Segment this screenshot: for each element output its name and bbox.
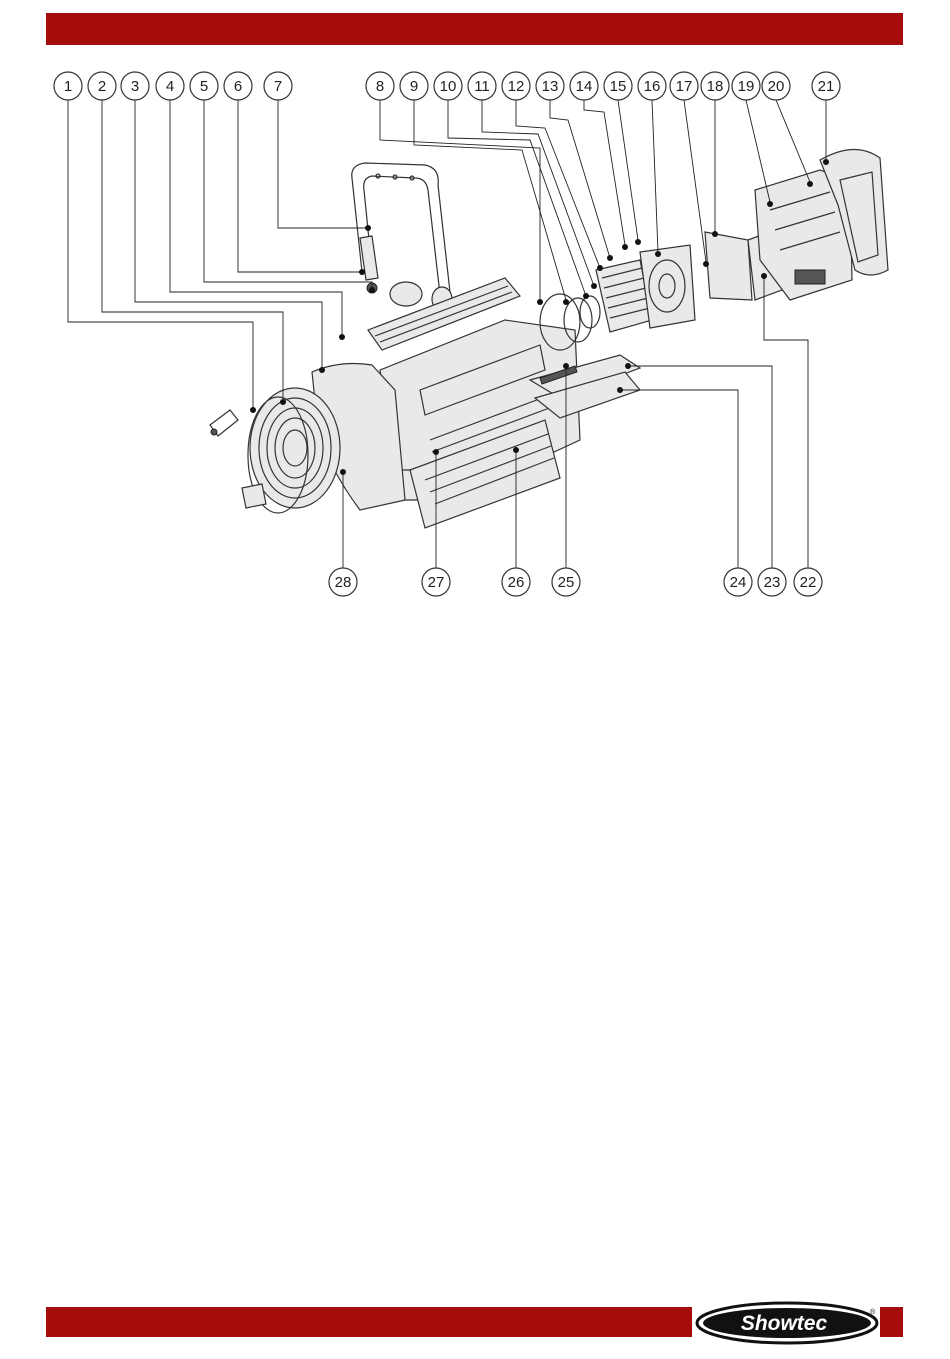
callout-8: 8 — [366, 72, 394, 100]
svg-text:27: 27 — [428, 574, 445, 591]
svg-text:8: 8 — [376, 78, 384, 95]
svg-text:6: 6 — [234, 78, 242, 95]
callout-28: 28 — [329, 568, 357, 596]
svg-text:21: 21 — [818, 78, 835, 95]
callout-27: 27 — [422, 568, 450, 596]
svg-text:19: 19 — [738, 78, 755, 95]
callout-23: 23 — [758, 568, 786, 596]
callout-2: 2 — [88, 72, 116, 100]
callout-5: 5 — [190, 72, 218, 100]
svg-text:Showtec: Showtec — [741, 1312, 828, 1335]
svg-text:12: 12 — [508, 78, 525, 95]
callout-20: 20 — [762, 72, 790, 100]
exploded-view-diagram: 1 2 3 4 5 6 7 8 9 10 11 12 13 14 15 16 1… — [0, 0, 950, 620]
callout-4: 4 — [156, 72, 184, 100]
svg-text:5: 5 — [200, 78, 208, 95]
callout-10: 10 — [434, 72, 462, 100]
svg-text:28: 28 — [335, 574, 352, 591]
top-callouts: 1 2 3 4 5 6 7 8 9 10 11 12 13 14 15 16 1… — [54, 72, 840, 100]
svg-text:18: 18 — [707, 78, 724, 95]
callout-6: 6 — [224, 72, 252, 100]
svg-text:1: 1 — [64, 78, 72, 95]
svg-text:2: 2 — [98, 78, 106, 95]
svg-text:11: 11 — [474, 78, 490, 95]
svg-text:9: 9 — [410, 78, 418, 95]
svg-text:7: 7 — [274, 78, 282, 95]
callout-3: 3 — [121, 72, 149, 100]
callout-1: 1 — [54, 72, 82, 100]
callout-12: 12 — [502, 72, 530, 100]
svg-text:23: 23 — [764, 574, 781, 591]
callout-14: 14 — [570, 72, 598, 100]
callout-19: 19 — [732, 72, 760, 100]
callout-26: 26 — [502, 568, 530, 596]
svg-text:10: 10 — [440, 78, 457, 95]
svg-text:24: 24 — [730, 574, 747, 591]
svg-text:13: 13 — [542, 78, 559, 95]
svg-text:15: 15 — [610, 78, 627, 95]
svg-text:16: 16 — [644, 78, 661, 95]
svg-text:®: ® — [870, 1308, 876, 1316]
callout-17: 17 — [670, 72, 698, 100]
svg-text:25: 25 — [558, 574, 575, 591]
callout-7: 7 — [264, 72, 292, 100]
callout-9: 9 — [400, 72, 428, 100]
svg-text:17: 17 — [676, 78, 693, 95]
svg-text:3: 3 — [131, 78, 139, 95]
callout-11: 11 — [468, 72, 496, 100]
svg-text:22: 22 — [800, 574, 817, 591]
bottom-callouts: 28 27 26 25 24 23 22 — [329, 568, 822, 596]
callout-18: 18 — [701, 72, 729, 100]
fixture-drawing — [210, 149, 888, 528]
callout-16: 16 — [638, 72, 666, 100]
callout-24: 24 — [724, 568, 752, 596]
callout-22: 22 — [794, 568, 822, 596]
callout-21: 21 — [812, 72, 840, 100]
svg-text:26: 26 — [508, 574, 525, 591]
svg-text:14: 14 — [576, 78, 593, 95]
footer-bar — [46, 1307, 692, 1337]
showtec-logo: Showtec ® — [694, 1300, 880, 1346]
callout-25: 25 — [552, 568, 580, 596]
svg-text:4: 4 — [166, 78, 174, 95]
footer-tab — [880, 1307, 903, 1337]
callout-13: 13 — [536, 72, 564, 100]
callout-15: 15 — [604, 72, 632, 100]
svg-text:20: 20 — [768, 78, 785, 95]
